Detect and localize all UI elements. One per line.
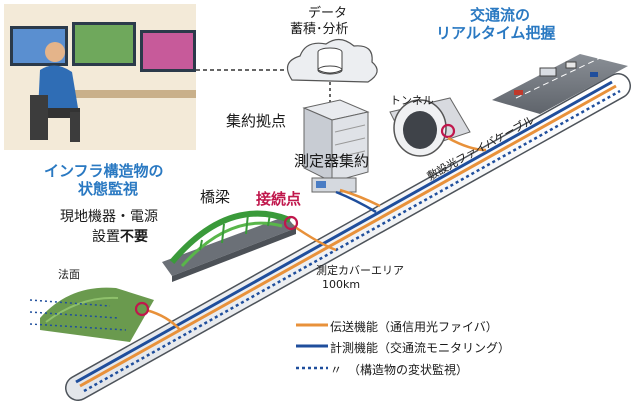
bridge-icon bbox=[162, 210, 299, 282]
traffic-heading: 交通流の bbox=[470, 6, 531, 24]
data-label-line2: 蓄積･分析 bbox=[290, 22, 349, 37]
tunnel-label: トンネル bbox=[390, 94, 434, 107]
meter-aggregation-label: 測定器集約 bbox=[294, 152, 370, 170]
slope-label: 法面 bbox=[58, 268, 80, 281]
branch-cable-orange bbox=[145, 308, 181, 331]
legend-traffic: 計測機能（交通流モニタリング） bbox=[330, 341, 511, 355]
legend-structure: 〃 （構造物の変状監視） bbox=[330, 363, 469, 377]
infra-heading: インフラ構造物の bbox=[44, 162, 164, 180]
infra-heading-line2: 状態監視 bbox=[78, 180, 139, 198]
coverage-distance: 100km bbox=[322, 278, 361, 291]
fiber-cable-pipe bbox=[65, 73, 631, 401]
operator-workstation-image bbox=[4, 4, 196, 150]
legend-transmission: 伝送機能（通信用光ファイバ） bbox=[330, 320, 498, 334]
branch-cable-orange bbox=[447, 136, 487, 152]
coverage-label: 測定カバーエリア bbox=[316, 264, 404, 277]
bridge-label: 橋梁 bbox=[200, 188, 231, 206]
connection-point-label: 接続点 bbox=[256, 190, 302, 208]
legend-swatches bbox=[296, 323, 328, 370]
branch-cable-orange bbox=[339, 188, 381, 208]
branch-cable-blue bbox=[335, 190, 377, 214]
traffic-heading-line2: リアルタイム把握 bbox=[436, 24, 556, 42]
aggregation-point-label: 集約拠点 bbox=[226, 112, 287, 130]
highway-road bbox=[492, 54, 628, 114]
server-rack-icon bbox=[302, 99, 370, 193]
branch-cable-orange bbox=[291, 223, 337, 252]
local-equipment-label: 現地機器・電源 bbox=[60, 209, 158, 225]
cloud-icon bbox=[286, 38, 378, 83]
data-label: データ bbox=[308, 6, 348, 21]
slope-icon bbox=[29, 287, 154, 342]
local-equipment-label-line2: 設置不要 bbox=[92, 229, 148, 245]
